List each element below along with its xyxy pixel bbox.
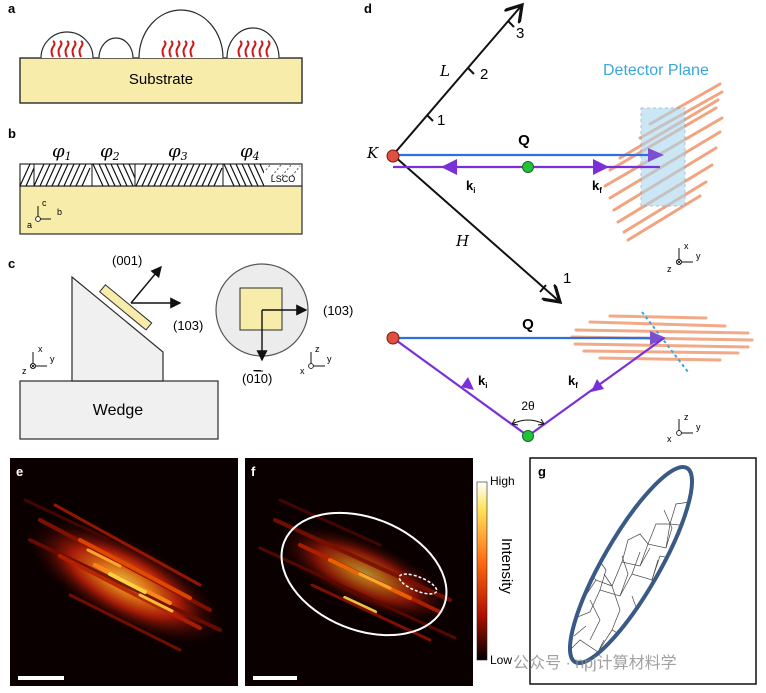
- panel-c-label: c: [8, 256, 15, 271]
- svg-text:y: y: [696, 251, 701, 261]
- panel-b-label: b: [8, 126, 16, 141]
- kf-arrowhead-upper: [593, 159, 609, 175]
- colorbar-low: Low: [490, 653, 512, 667]
- detector-plane-label: Detector Plane: [603, 62, 709, 79]
- axis-L: [393, 5, 522, 155]
- origin-K-dot: [387, 150, 399, 162]
- panel-a: a Substrate: [8, 1, 302, 103]
- sample-dot-lower: [523, 431, 534, 442]
- svg-text:z: z: [315, 344, 320, 354]
- panel-b: b φ1 φ2 φ3 φ4: [8, 126, 302, 234]
- panel-g: g: [530, 454, 756, 684]
- substrate-b: [20, 186, 302, 234]
- K-label: K: [366, 144, 379, 162]
- panel-c: c Wedge (001) (103) (103) (010) x y z z: [8, 253, 353, 439]
- colorbar-gradient: [477, 482, 487, 660]
- panel-g-frame: [530, 458, 756, 684]
- Q-label-upper: Q: [518, 132, 530, 149]
- tick-H-1: 1: [563, 270, 571, 287]
- svg-text:x: x: [300, 366, 305, 376]
- svg-text:x: x: [38, 344, 43, 354]
- svg-text:y: y: [327, 354, 332, 364]
- scale-bar-e: [18, 676, 64, 680]
- ki-beam-lower: [393, 338, 528, 436]
- scale-bar-f: [253, 676, 297, 680]
- ki-label-upper: ki: [466, 178, 475, 195]
- lsco-label: LSCO: [271, 174, 296, 184]
- label-103-right: (103): [323, 303, 353, 318]
- arrow-001: [131, 267, 161, 303]
- Q-label-lower: Q: [522, 316, 534, 333]
- axes-c-left: x y z: [22, 344, 55, 376]
- L-label: L: [439, 62, 450, 80]
- label-103-left: (103): [173, 318, 203, 333]
- svg-text:z: z: [22, 366, 27, 376]
- panel-e-label: e: [16, 464, 23, 479]
- H-label: H: [455, 232, 470, 250]
- film-hatch-domains: [20, 164, 302, 186]
- phi-3: φ3: [168, 141, 188, 163]
- two-theta-label: 2θ: [521, 399, 535, 413]
- svg-text:y: y: [50, 354, 55, 364]
- panel-d-label: d: [364, 1, 372, 16]
- panel-g-label: g: [538, 464, 546, 479]
- panel-a-label: a: [8, 1, 16, 16]
- panel-d: d Detector Plane 1 2 3 1 L: [364, 1, 752, 444]
- axes-d-top: x y z: [667, 241, 701, 274]
- substrate-label: Substrate: [129, 71, 193, 88]
- svg-text:b: b: [57, 207, 62, 217]
- axes-d-bottom: z y x: [667, 412, 701, 444]
- axis-H: [393, 155, 560, 302]
- tick-L-1: 1: [437, 112, 445, 129]
- colorbar-high: High: [490, 474, 515, 488]
- island-3: [139, 10, 223, 58]
- svg-text:c: c: [42, 198, 47, 208]
- phi-1: φ1: [52, 141, 72, 163]
- axes-c-right: z y x: [300, 344, 332, 376]
- two-theta-arc: [512, 420, 544, 424]
- svg-text:x: x: [667, 434, 672, 444]
- tick-L-2: 2: [480, 66, 488, 83]
- sample-dot-upper: [523, 162, 534, 173]
- watermark-text: 公众号 · npj计算材料学: [513, 653, 677, 672]
- sample-square: [240, 288, 282, 330]
- kf-label-upper: kf: [592, 178, 602, 195]
- wedge-block: [72, 277, 163, 381]
- kf-arrowhead-lower: [591, 379, 604, 392]
- label-0m10: (010): [242, 371, 272, 386]
- svg-text:x: x: [684, 241, 689, 251]
- detector-plane-rect: [641, 108, 685, 206]
- colorbar: High Low Intensity: [477, 474, 515, 667]
- island-1: [41, 32, 93, 58]
- svg-text:y: y: [696, 422, 701, 432]
- svg-text:a: a: [27, 220, 32, 230]
- ki-arrowhead-upper: [441, 159, 457, 175]
- svg-text:z: z: [667, 264, 672, 274]
- detector-plane-lower: [642, 312, 688, 372]
- island-2: [99, 38, 133, 58]
- ki-label-lower: ki: [478, 373, 487, 390]
- phi-4: φ4: [240, 141, 260, 163]
- kf-label-lower: kf: [568, 373, 578, 390]
- colorbar-title: Intensity: [498, 538, 515, 594]
- panel-f: f: [245, 458, 473, 686]
- panel-e: e: [8, 458, 242, 686]
- tick-L-3: 3: [516, 25, 524, 42]
- phi-2: φ2: [100, 141, 120, 163]
- panel-f-label: f: [251, 464, 256, 479]
- svg-text:z: z: [684, 412, 689, 422]
- wedge-label: Wedge: [93, 402, 144, 419]
- origin-dot-lower: [387, 332, 399, 344]
- label-001: (001): [112, 253, 142, 268]
